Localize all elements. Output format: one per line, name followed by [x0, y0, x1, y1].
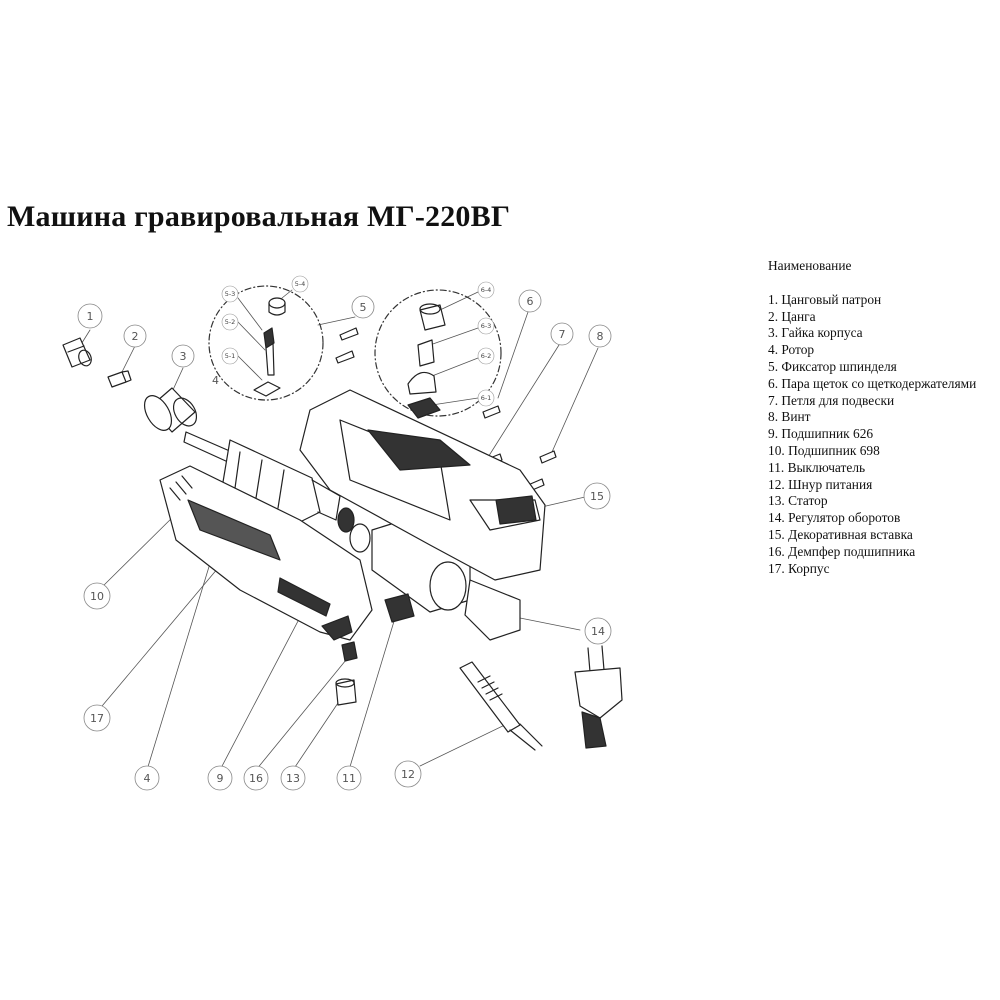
- legend-item: 13. Статор: [768, 493, 828, 509]
- callout-label: 10: [90, 590, 104, 603]
- callout-label: 16: [249, 772, 263, 785]
- callout-label: 12: [401, 768, 415, 781]
- callout-label: 15: [590, 490, 604, 503]
- part-brushes: [407, 303, 446, 419]
- subcallout-6-3: 6-3: [477, 317, 495, 335]
- svg-text:5-1: 5-1: [225, 352, 236, 360]
- legend-item: 14. Регулятор оборотов: [768, 510, 901, 526]
- callout-label: 4: [144, 772, 151, 785]
- svg-text:6-3: 6-3: [481, 322, 492, 330]
- callout-12: 12: [394, 760, 422, 788]
- callout-11: 11: [336, 765, 362, 791]
- legend-item: 8. Винт: [768, 409, 811, 425]
- part-bearings: [335, 641, 358, 706]
- part-spindle-lock: [253, 297, 286, 397]
- callout-16: 16: [243, 765, 269, 791]
- legend-item: 6. Пара щеток со щеткодержателями: [768, 375, 977, 391]
- callout-9: 9: [207, 765, 233, 791]
- svg-text:6-4: 6-4: [481, 286, 492, 294]
- subcallout-6-4: 6-4: [477, 281, 495, 299]
- callout-8: 8: [588, 324, 612, 348]
- legend-item: 1. Цанговый патрон: [768, 291, 882, 307]
- subcallout-5-4: 5-4: [291, 275, 309, 293]
- detail-circle-5: [208, 285, 324, 401]
- callout-label: 8: [597, 330, 604, 343]
- callout-5: 5: [351, 295, 375, 319]
- callout-1: 1: [77, 303, 103, 329]
- subcallout-5-1: 5-1: [221, 347, 239, 365]
- part-housing-right: [299, 389, 546, 641]
- callout-label: 5: [360, 301, 367, 314]
- callouts: 1 2 3 4 5 6 7 8 9 10 11 12 13 14 15 16 1…: [77, 289, 612, 791]
- callout-4: 4: [134, 765, 160, 791]
- legend-item: 3. Гайка корпуса: [768, 325, 863, 341]
- svg-text:5-4: 5-4: [295, 280, 306, 288]
- legend-item: 5. Фиксатор шпинделя: [768, 358, 897, 374]
- callout-3: 3: [171, 344, 195, 368]
- subcallouts: 5-1 5-2 5-3 5-4 6-1 6-2 6-3 6-4: [221, 275, 495, 407]
- legend-item: 7. Петля для подвески: [768, 392, 895, 408]
- callout-label: 13: [286, 772, 300, 785]
- part-collet: [107, 370, 132, 388]
- legend-item: 12. Шнур питания: [768, 476, 873, 492]
- legend-item: 9. Подшипник 626: [768, 426, 874, 442]
- legend-item: 4. Ротор: [768, 342, 815, 358]
- callout-15: 15: [583, 482, 611, 510]
- callout-label: 11: [342, 772, 356, 785]
- callout-label: 7: [559, 328, 566, 341]
- callout-label: 17: [90, 712, 104, 725]
- parts-drawing: [62, 285, 623, 771]
- legend-item: 10. Подшипник 698: [768, 442, 880, 458]
- svg-text:5-3: 5-3: [225, 290, 236, 298]
- part-plug: [574, 645, 623, 749]
- subcallout-5-2: 5-2: [221, 313, 239, 331]
- callout-label: 9: [217, 772, 224, 785]
- part-rotor: [183, 431, 355, 533]
- callout-label: 6: [527, 295, 534, 308]
- callout-label: 3: [180, 350, 187, 363]
- part-housing-nut: [143, 387, 198, 433]
- subcallout-5-3: 5-3: [221, 285, 239, 303]
- svg-text:5-2: 5-2: [225, 318, 236, 326]
- part-power-cord: [459, 661, 543, 751]
- callout-2: 2: [123, 324, 147, 348]
- subcallout-6-1: 6-1: [477, 389, 495, 407]
- legend-item: 16. Демпфер подшипника: [768, 543, 916, 559]
- callout-6: 6: [518, 289, 542, 313]
- callout-10: 10: [83, 582, 111, 610]
- callout-13: 13: [280, 765, 306, 791]
- legend-item: 17. Корпус: [768, 560, 830, 576]
- part-switch: [384, 593, 415, 623]
- rotor-mark-label: 4: [212, 374, 219, 387]
- callout-label: 2: [132, 330, 139, 343]
- legend-item: 11. Выключатель: [768, 459, 866, 475]
- callout-17: 17: [83, 704, 111, 732]
- legend-list: 1. Цанговый патрон 2. Цанга 3. Гайка кор…: [768, 292, 1000, 578]
- part-collet-nut: [62, 337, 92, 368]
- svg-text:6-2: 6-2: [481, 352, 492, 360]
- parts-legend: Наименование 1. Цанговый патрон 2. Цанга…: [768, 258, 1000, 577]
- legend-item: 15. Декоративная вставка: [768, 526, 913, 542]
- part-housing-left: [159, 465, 373, 641]
- svg-text:6-1: 6-1: [481, 394, 492, 402]
- callout-label: 1: [87, 310, 94, 323]
- legend-heading: Наименование: [768, 258, 852, 273]
- page-title: Машина гравировальная МГ-220ВГ: [7, 200, 511, 233]
- legend-item: 2. Цанга: [768, 308, 816, 324]
- detail-circle-6: [374, 289, 502, 417]
- callout-14: 14: [584, 617, 612, 645]
- subcallout-6-2: 6-2: [477, 347, 495, 365]
- callout-label: 14: [591, 625, 605, 638]
- callout-7: 7: [550, 322, 574, 346]
